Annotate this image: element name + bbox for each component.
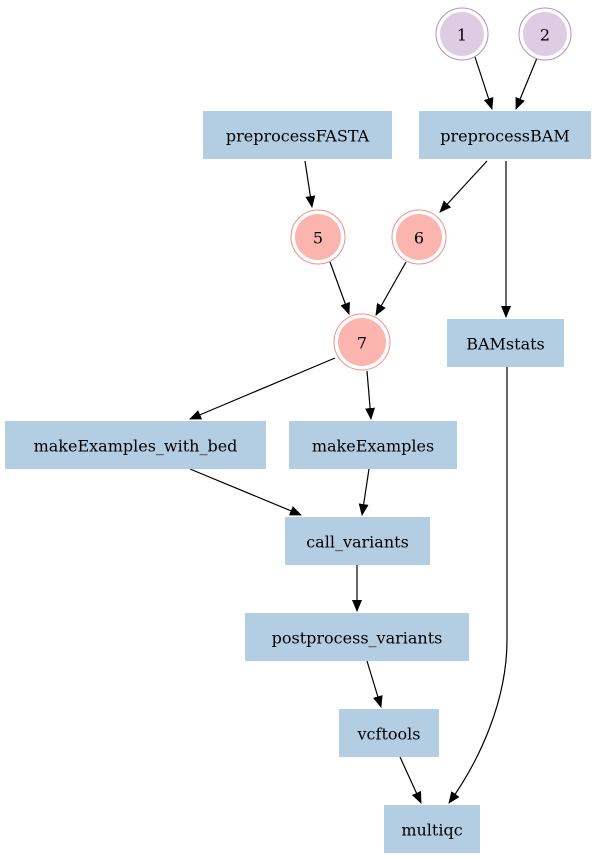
node-box xyxy=(447,319,564,367)
node-preprocessfasta: preprocessFASTA xyxy=(203,111,392,159)
node-label: preprocessBAM xyxy=(440,127,569,146)
node-label: BAMstats xyxy=(466,335,545,354)
node-box xyxy=(339,709,439,757)
node-circle-7: 7 xyxy=(333,313,391,371)
node-inner-circle xyxy=(396,214,442,260)
edges-layer xyxy=(189,56,538,804)
node-label: makeExamples xyxy=(312,437,434,456)
nodes-layer: 1 2 preprocessFASTA preprocessBAM 5 6 7 BAMstat… xyxy=(5,7,591,853)
edge-postprocess-variants-to-vcftools xyxy=(366,660,383,708)
node-label: postprocess_variants xyxy=(272,629,443,648)
edge-n7-to-makeexamples-with-bed xyxy=(189,357,336,420)
node-inner-circle xyxy=(295,214,341,260)
node-box xyxy=(245,613,469,661)
node-makeexamples: makeExamples xyxy=(289,421,457,469)
node-label: makeExamples_with_bed xyxy=(34,437,238,456)
edge-bamstats-to-multiqc xyxy=(448,367,508,804)
node-label: multiqc xyxy=(401,821,462,840)
node-circle-1: 1 xyxy=(435,7,489,61)
node-circle-2: 2 xyxy=(518,7,572,61)
node-box xyxy=(5,421,266,469)
node-box xyxy=(419,111,591,159)
node-inner-circle xyxy=(440,12,484,56)
node-label: preprocessFASTA xyxy=(226,127,370,146)
node-postprocess-variants: postprocess_variants xyxy=(245,613,469,661)
node-bamstats: BAMstats xyxy=(447,319,564,367)
edge-vcftools-to-multiqc xyxy=(399,756,422,804)
node-number: 7 xyxy=(357,334,367,353)
edge-n1-to-preprocessbam xyxy=(474,56,494,110)
node-preprocessbam: preprocessBAM xyxy=(419,111,591,159)
edge-makeexamples-to-call-variants xyxy=(358,468,370,516)
node-box xyxy=(384,805,480,853)
node-circle-6: 6 xyxy=(391,209,447,265)
node-circle-5: 5 xyxy=(290,209,346,265)
node-number: 1 xyxy=(457,26,467,45)
node-multiqc: multiqc xyxy=(384,805,480,853)
node-inner-circle xyxy=(338,318,386,366)
edge-preprocessbam-to-n6 xyxy=(439,160,488,213)
node-number: 5 xyxy=(313,229,323,248)
node-makeexamples-with-bed: makeExamples_with_bed xyxy=(5,421,266,469)
edge-n6-to-n7 xyxy=(375,261,407,316)
edge-n2-to-preprocessbam xyxy=(515,57,538,110)
node-box xyxy=(285,517,430,565)
edge-preprocessfasta-to-n5 xyxy=(304,160,316,208)
node-label: call_variants xyxy=(306,533,409,552)
node-number: 6 xyxy=(414,229,424,248)
node-inner-circle xyxy=(523,12,567,56)
node-box xyxy=(289,421,457,469)
edge-makeexamples-with-bed-to-call-variants xyxy=(189,468,302,516)
edge-n5-to-n7 xyxy=(329,261,350,315)
node-vcftools: vcftools xyxy=(339,709,439,757)
node-label: vcftools xyxy=(357,725,421,744)
node-number: 2 xyxy=(540,26,550,45)
node-box xyxy=(203,111,392,159)
edge-n7-to-makeexamples xyxy=(365,370,376,420)
node-call-variants: call_variants xyxy=(285,517,430,565)
